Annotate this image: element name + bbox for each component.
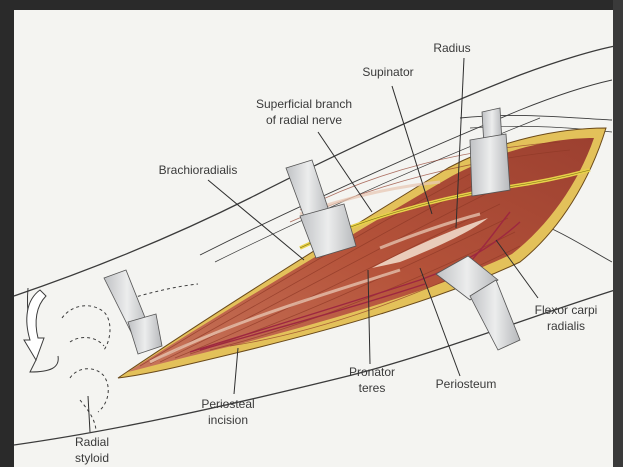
label-periosteal-incision-line2: incision [208,413,248,427]
photo-border-right [613,0,623,467]
label-pronator-teres-line1: Pronator [349,365,395,379]
label-brachioradialis: Brachioradialis [159,163,238,177]
label-supinator: Supinator [362,65,413,79]
label-pronator-teres-line2: teres [359,381,386,395]
label-radius: Radius [433,41,470,55]
label-periosteum: Periosteum [436,377,497,391]
label-periosteal-incision-line1: Periosteal [201,397,254,411]
label-superficial-branch-line1: Superficial branch [256,97,352,111]
photo-border-top [0,0,623,10]
label-flexor-carpi-line2: radialis [547,319,585,333]
photo-border-left [0,0,14,467]
label-flexor-carpi-line1: Flexor carpi [535,303,598,317]
label-radial-styloid-line1: Radial [75,435,109,449]
label-superficial-branch-line2: of radial nerve [266,113,342,127]
label-radial-styloid-line2: styloid [75,451,109,465]
